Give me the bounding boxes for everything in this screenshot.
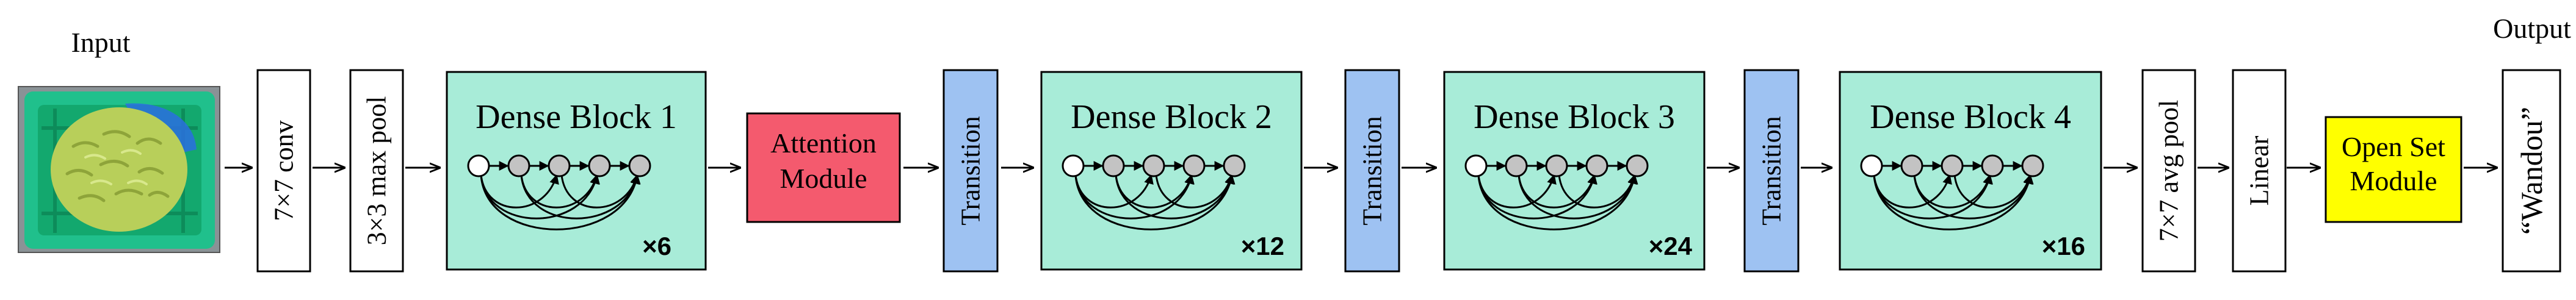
dense-block-2-connections: [1062, 154, 1246, 230]
dense-block-3-title: Dense Block 3: [1474, 98, 1675, 136]
dense-block-1-multiplier: ×6: [642, 232, 671, 260]
avg-pool-box: 7×7 avg pool: [2141, 69, 2196, 273]
dense-layer-node: [548, 154, 571, 177]
dense-block-1-connections: [467, 154, 651, 230]
dense-skip-connection: [480, 174, 600, 220]
dense-block-3-multiplier: ×24: [1649, 232, 1693, 260]
dense-layer-node: [1102, 154, 1125, 177]
dense-input-node: [1464, 154, 1488, 177]
conv-7x7-label: 7×7 conv: [269, 120, 299, 221]
dense-block-1-title: Dense Block 1: [476, 98, 677, 136]
edamame-highlights: [84, 149, 148, 185]
avg-pool-label: 7×7 avg pool: [2154, 100, 2184, 242]
dense-input-node: [1062, 154, 1085, 177]
attention-module-label-line2: Module: [780, 163, 867, 194]
transition-2: Transition: [1344, 69, 1400, 273]
dense-block-3-connections: [1464, 154, 1649, 230]
dense-block-3: Dense Block 3 ×24: [1443, 71, 1706, 271]
dense-skip-connection: [1477, 174, 1638, 230]
dense-layer-node: [1981, 154, 2004, 177]
dense-input-node: [467, 154, 490, 177]
transition-1: Transition: [942, 69, 999, 273]
dense-layer-node: [2021, 154, 2044, 177]
output-label: Output: [2493, 13, 2571, 44]
max-pool-label: 3×3 max pool: [362, 96, 392, 246]
input-image: [18, 86, 220, 253]
dense-skip-connection: [1873, 174, 1993, 220]
transition-3-label: Transition: [1757, 116, 1787, 225]
dense-layer-node: [628, 154, 651, 177]
open-set-module: Open Set Module: [2325, 116, 2462, 223]
dense-block-3-box: [1443, 71, 1706, 271]
transition-2-label: Transition: [1358, 116, 1387, 225]
attention-module-box: [746, 112, 901, 223]
input-label: Input: [71, 27, 130, 58]
max-pool-box: 3×3 max pool: [349, 69, 404, 273]
dense-skip-connection: [1558, 174, 1637, 209]
dense-layer-node: [1900, 154, 1923, 177]
dense-skip-connection: [1873, 174, 2034, 230]
dense-skip-connection: [1115, 174, 1235, 220]
dense-block-4-multiplier: ×16: [2042, 232, 2085, 260]
dense-layer-node: [1626, 154, 1649, 177]
dense-layer-node: [588, 154, 611, 177]
dense-block-2-title: Dense Block 2: [1071, 98, 1272, 136]
dense-skip-connection: [1953, 174, 2033, 209]
attention-module: Attention Module: [746, 112, 901, 223]
edamame-texture: [65, 130, 170, 202]
dense-skip-connection: [520, 174, 640, 220]
dense-skip-connection: [1074, 174, 1236, 230]
edamame-pile: [51, 107, 187, 232]
output-box: “Wandou”: [2502, 69, 2561, 273]
dense-skip-connection: [1074, 174, 1195, 220]
transition-3: Transition: [1743, 69, 1800, 273]
transition-1-label: Transition: [956, 116, 986, 225]
dense-layer-node: [1142, 154, 1165, 177]
output-result-label: “Wandou”: [2514, 107, 2549, 235]
dense-skip-connection: [1913, 174, 2033, 220]
dense-block-2-multiplier: ×12: [1241, 232, 1284, 260]
dense-layer-node: [1545, 154, 1568, 177]
dense-block-4-connections: [1860, 154, 2044, 230]
dense-block-2: Dense Block 2 ×12: [1040, 71, 1303, 271]
dense-block-1: Dense Block 1 ×6: [446, 71, 707, 271]
dense-skip-connection: [1477, 174, 1597, 220]
dense-block-1-box: [446, 71, 707, 271]
dense-layer-node: [1941, 154, 1964, 177]
linear-box: Linear: [2232, 69, 2287, 273]
dense-block-4-title: Dense Block 4: [1870, 98, 2071, 136]
dense-layer-node: [1182, 154, 1206, 177]
dense-skip-connection: [1518, 174, 1638, 220]
open-set-module-label-line2: Module: [2350, 165, 2437, 196]
dense-input-node: [1860, 154, 1883, 177]
dense-layer-node: [1223, 154, 1246, 177]
dense-block-4-box: [1839, 71, 2102, 271]
dense-block-4: Dense Block 4 ×16: [1839, 71, 2102, 271]
dense-skip-connection: [560, 174, 640, 209]
dense-block-2-box: [1040, 71, 1303, 271]
dense-skip-connection: [1155, 174, 1234, 209]
dense-layer-node: [1585, 154, 1608, 177]
dense-layer-node: [507, 154, 530, 177]
dense-skip-connection: [480, 174, 641, 230]
conv-7x7-box: 7×7 conv: [256, 69, 311, 273]
linear-label: Linear: [2245, 135, 2274, 205]
dense-layer-node: [1505, 154, 1528, 177]
open-set-module-box: [2325, 116, 2462, 223]
open-set-module-label-line1: Open Set: [2342, 131, 2445, 162]
attention-module-label-line1: Attention: [770, 127, 877, 159]
